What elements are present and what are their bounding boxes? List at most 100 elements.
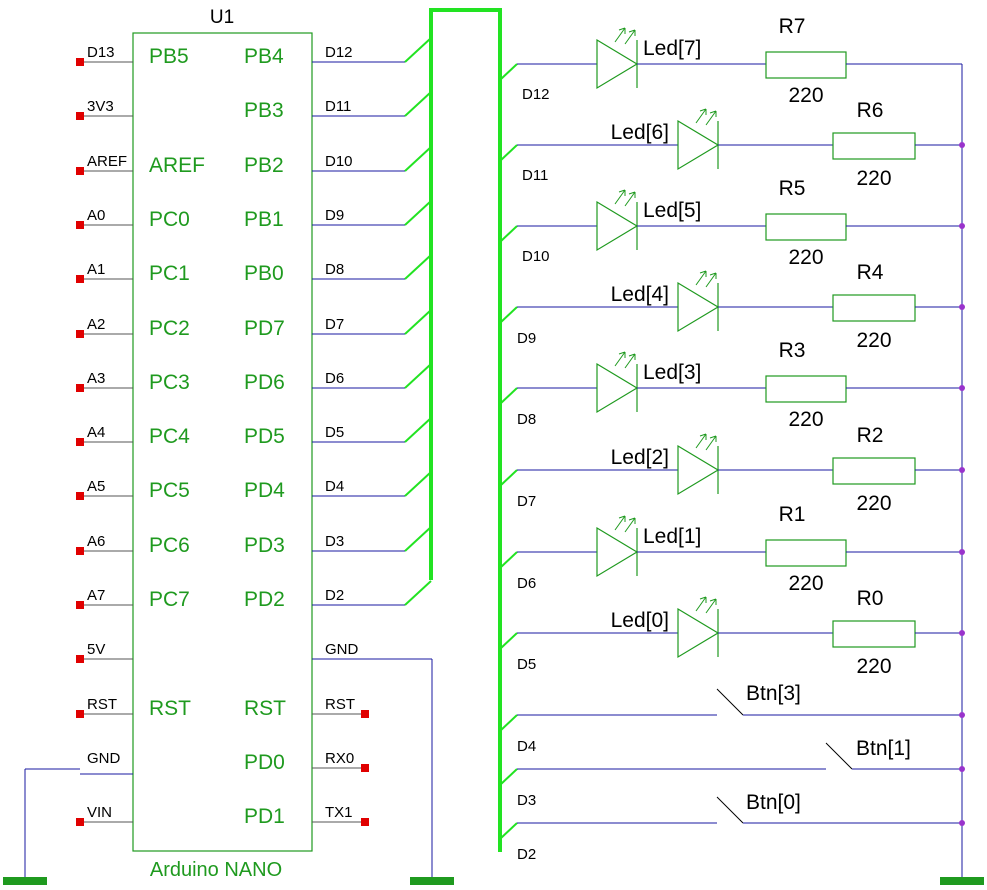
bus-entry: [404, 309, 432, 335]
resistor-symbol: [765, 375, 847, 403]
bus-entry: [404, 146, 432, 172]
bus-entry-right: [499, 144, 518, 162]
right-pin-label: D6: [325, 370, 344, 387]
bus-net-label: D3: [517, 792, 536, 809]
left-pin-name: PC3: [149, 371, 190, 394]
ground-left-symbol: [3, 877, 47, 885]
bus-entry: [404, 363, 432, 389]
left-pin-label: RST: [87, 696, 117, 713]
left-pin-name: PC4: [149, 425, 190, 448]
led-diode-symbol: [677, 281, 720, 333]
bus-entry-right: [499, 822, 518, 840]
right-pin-label: D2: [325, 587, 344, 604]
component-name: Arduino NANO: [150, 859, 282, 881]
resistor-value: 220: [856, 492, 891, 515]
right-pin-name: PB1: [244, 208, 284, 231]
left-pin-name: PC2: [149, 317, 190, 340]
pin-end-marker: [76, 112, 84, 120]
left-pin-label: D13: [87, 44, 115, 61]
left-pin-label: A7: [87, 587, 105, 604]
bus-entry: [404, 471, 432, 497]
button-row: Btn[0]: [517, 791, 965, 826]
button-switch-lever: [716, 796, 744, 824]
pin-end-marker: [76, 275, 84, 283]
led-light-arrows: [695, 270, 717, 288]
pin-end-marker: [76, 492, 84, 500]
pin-end-marker: [76, 330, 84, 338]
right-pin-label: D3: [325, 533, 344, 550]
led-label: Led[4]: [611, 283, 669, 306]
right-pin-label: D10: [325, 153, 353, 170]
pin-end-marker: [76, 547, 84, 555]
bus-entry-right: [499, 387, 518, 405]
resistor-ref: R1: [779, 503, 806, 526]
right-pin-name: PD0: [244, 751, 285, 774]
bus-entry: [404, 37, 432, 63]
right-pin-name: PD1: [244, 805, 285, 828]
left-pin-name: PC5: [149, 479, 190, 502]
left-pin-name: AREF: [149, 154, 205, 177]
led-diode-symbol: [677, 119, 720, 171]
bus-net-label: D2: [517, 846, 536, 863]
resistor-value: 220: [788, 408, 823, 431]
left-pin-label: A1: [87, 261, 105, 278]
button-row: Btn[1]: [517, 737, 965, 772]
led-label: Led[3]: [643, 361, 701, 384]
right-pin-label: D8: [325, 261, 344, 278]
button-switch-lever: [716, 688, 744, 716]
right-pin-label: D9: [325, 207, 344, 224]
button-label: Btn[3]: [746, 682, 801, 705]
bus-net-label: D9: [517, 330, 536, 347]
left-pin-name: PC6: [149, 534, 190, 557]
resistor-symbol: [832, 457, 916, 485]
left-pin-label: 3V3: [87, 98, 114, 115]
bus-entry-right: [499, 306, 518, 324]
resistor-ref: R7: [779, 15, 806, 38]
right-pin-label: GND: [325, 641, 359, 658]
bus-entry-right: [499, 714, 518, 732]
resistor-symbol: [832, 132, 916, 160]
right-pin-label: TX1: [325, 804, 353, 821]
junction-dot: [959, 467, 965, 473]
right-pin-label: RX0: [325, 750, 354, 767]
left-pin-name: RST: [149, 697, 191, 720]
led-light-arrows: [614, 189, 636, 207]
bus-entry-right: [499, 768, 518, 786]
pin-end-marker: [76, 167, 84, 175]
led-diode-symbol: [596, 38, 639, 90]
bus-net-label: D11: [522, 167, 548, 184]
button-switch-lever: [825, 742, 853, 770]
right-pin-name: PB4: [244, 45, 284, 68]
led-label: Led[1]: [643, 525, 701, 548]
bus-entry-right: [499, 632, 518, 650]
right-pin-name: PB2: [244, 154, 284, 177]
resistor-ref: R4: [857, 261, 884, 284]
led-label: Led[5]: [643, 199, 701, 222]
resistor-symbol: [832, 620, 916, 648]
bus-net-label: D8: [517, 411, 536, 428]
left-pin-name: PC7: [149, 588, 190, 611]
resistor-ref: R6: [857, 99, 884, 122]
pin-end-marker: [361, 818, 369, 826]
bus-line: [429, 8, 502, 852]
component-ref: U1: [210, 7, 234, 28]
bus-entry: [404, 91, 432, 117]
bus-entry-right: [499, 469, 518, 487]
right-pin-label: RST: [325, 696, 355, 713]
led-diode-symbol: [596, 526, 639, 578]
bus-net-label: D10: [522, 248, 550, 265]
junction-dot: [959, 223, 965, 229]
resistor-symbol: [765, 539, 847, 567]
resistor-symbol: [765, 213, 847, 241]
left-pin-name: PC0: [149, 208, 190, 231]
bus-entry: [404, 526, 432, 552]
resistor-value: 220: [788, 572, 823, 595]
right-pin-name: PD5: [244, 425, 285, 448]
led-diode-symbol: [677, 607, 720, 659]
pin-end-marker: [76, 601, 84, 609]
pin-end-marker: [361, 710, 369, 718]
led-light-arrows: [614, 27, 636, 45]
